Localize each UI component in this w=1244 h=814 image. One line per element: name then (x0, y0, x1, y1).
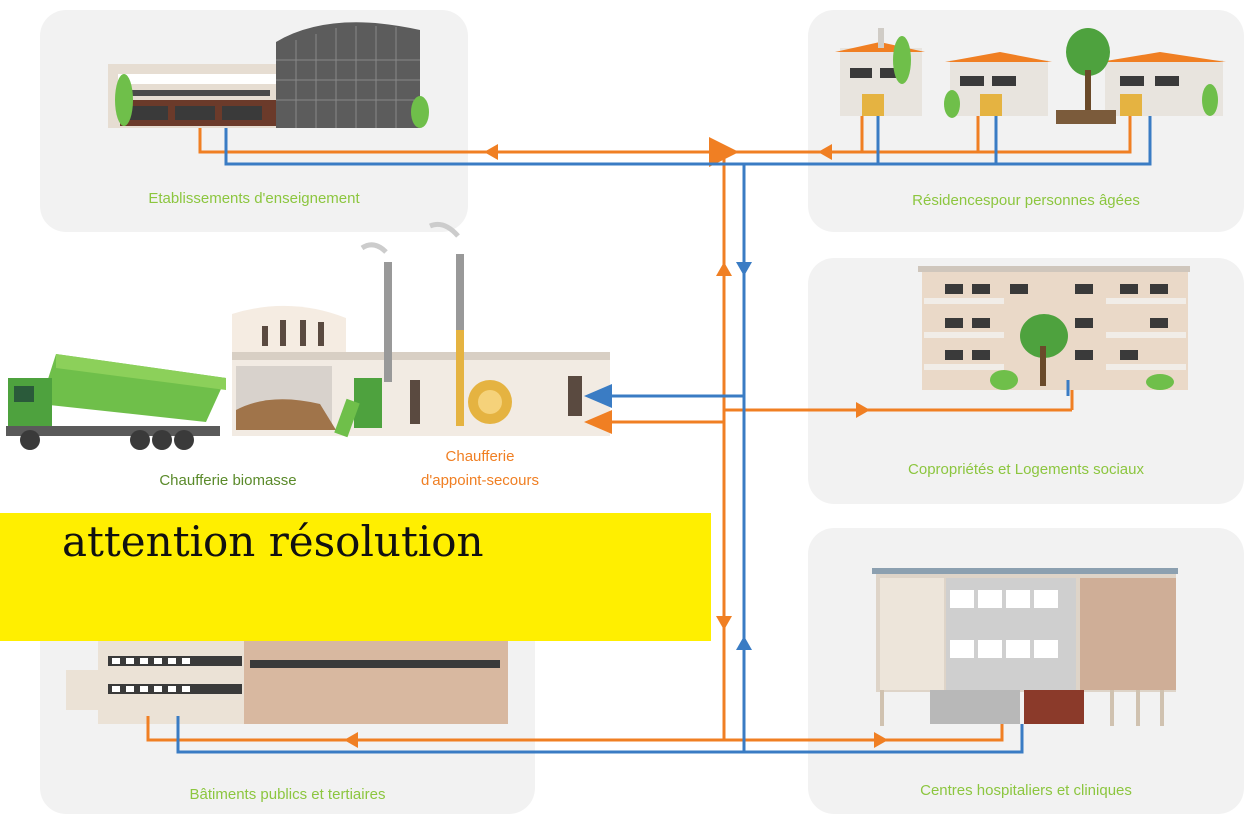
residential-houses-icon (835, 28, 1226, 124)
public-buildings-label: Bâtiments publics et tertiaires (189, 786, 386, 803)
apartment-block-icon (918, 266, 1190, 390)
biomass-plant-label: Chaufferie biomasse (159, 472, 297, 489)
elderly-residences-label: Résidencespour personnes âgées (912, 192, 1140, 209)
hospital-building-icon (872, 568, 1178, 726)
social-housing-label: Copropriétés et Logements sociaux (908, 461, 1144, 478)
school-building-icon (108, 22, 429, 128)
hospitals-label: Centres hospitaliers et cliniques (920, 782, 1132, 799)
supply-pipe-arrows (344, 144, 888, 748)
biomass-plant-icon (232, 221, 610, 438)
warning-text: attention résolution (62, 517, 484, 566)
delivery-truck-icon (6, 354, 226, 450)
public-building-icon (66, 630, 508, 724)
supply-pipe-network (146, 116, 1132, 742)
return-pipe-arrows (584, 262, 752, 650)
schools-label: Etablissements d'enseignement (148, 190, 360, 207)
backup-plant-label-line1: Chaufferie (445, 448, 515, 465)
backup-plant-label-line2: d'appoint-secours (421, 472, 539, 489)
warning-banner: attention résolution (0, 513, 711, 641)
